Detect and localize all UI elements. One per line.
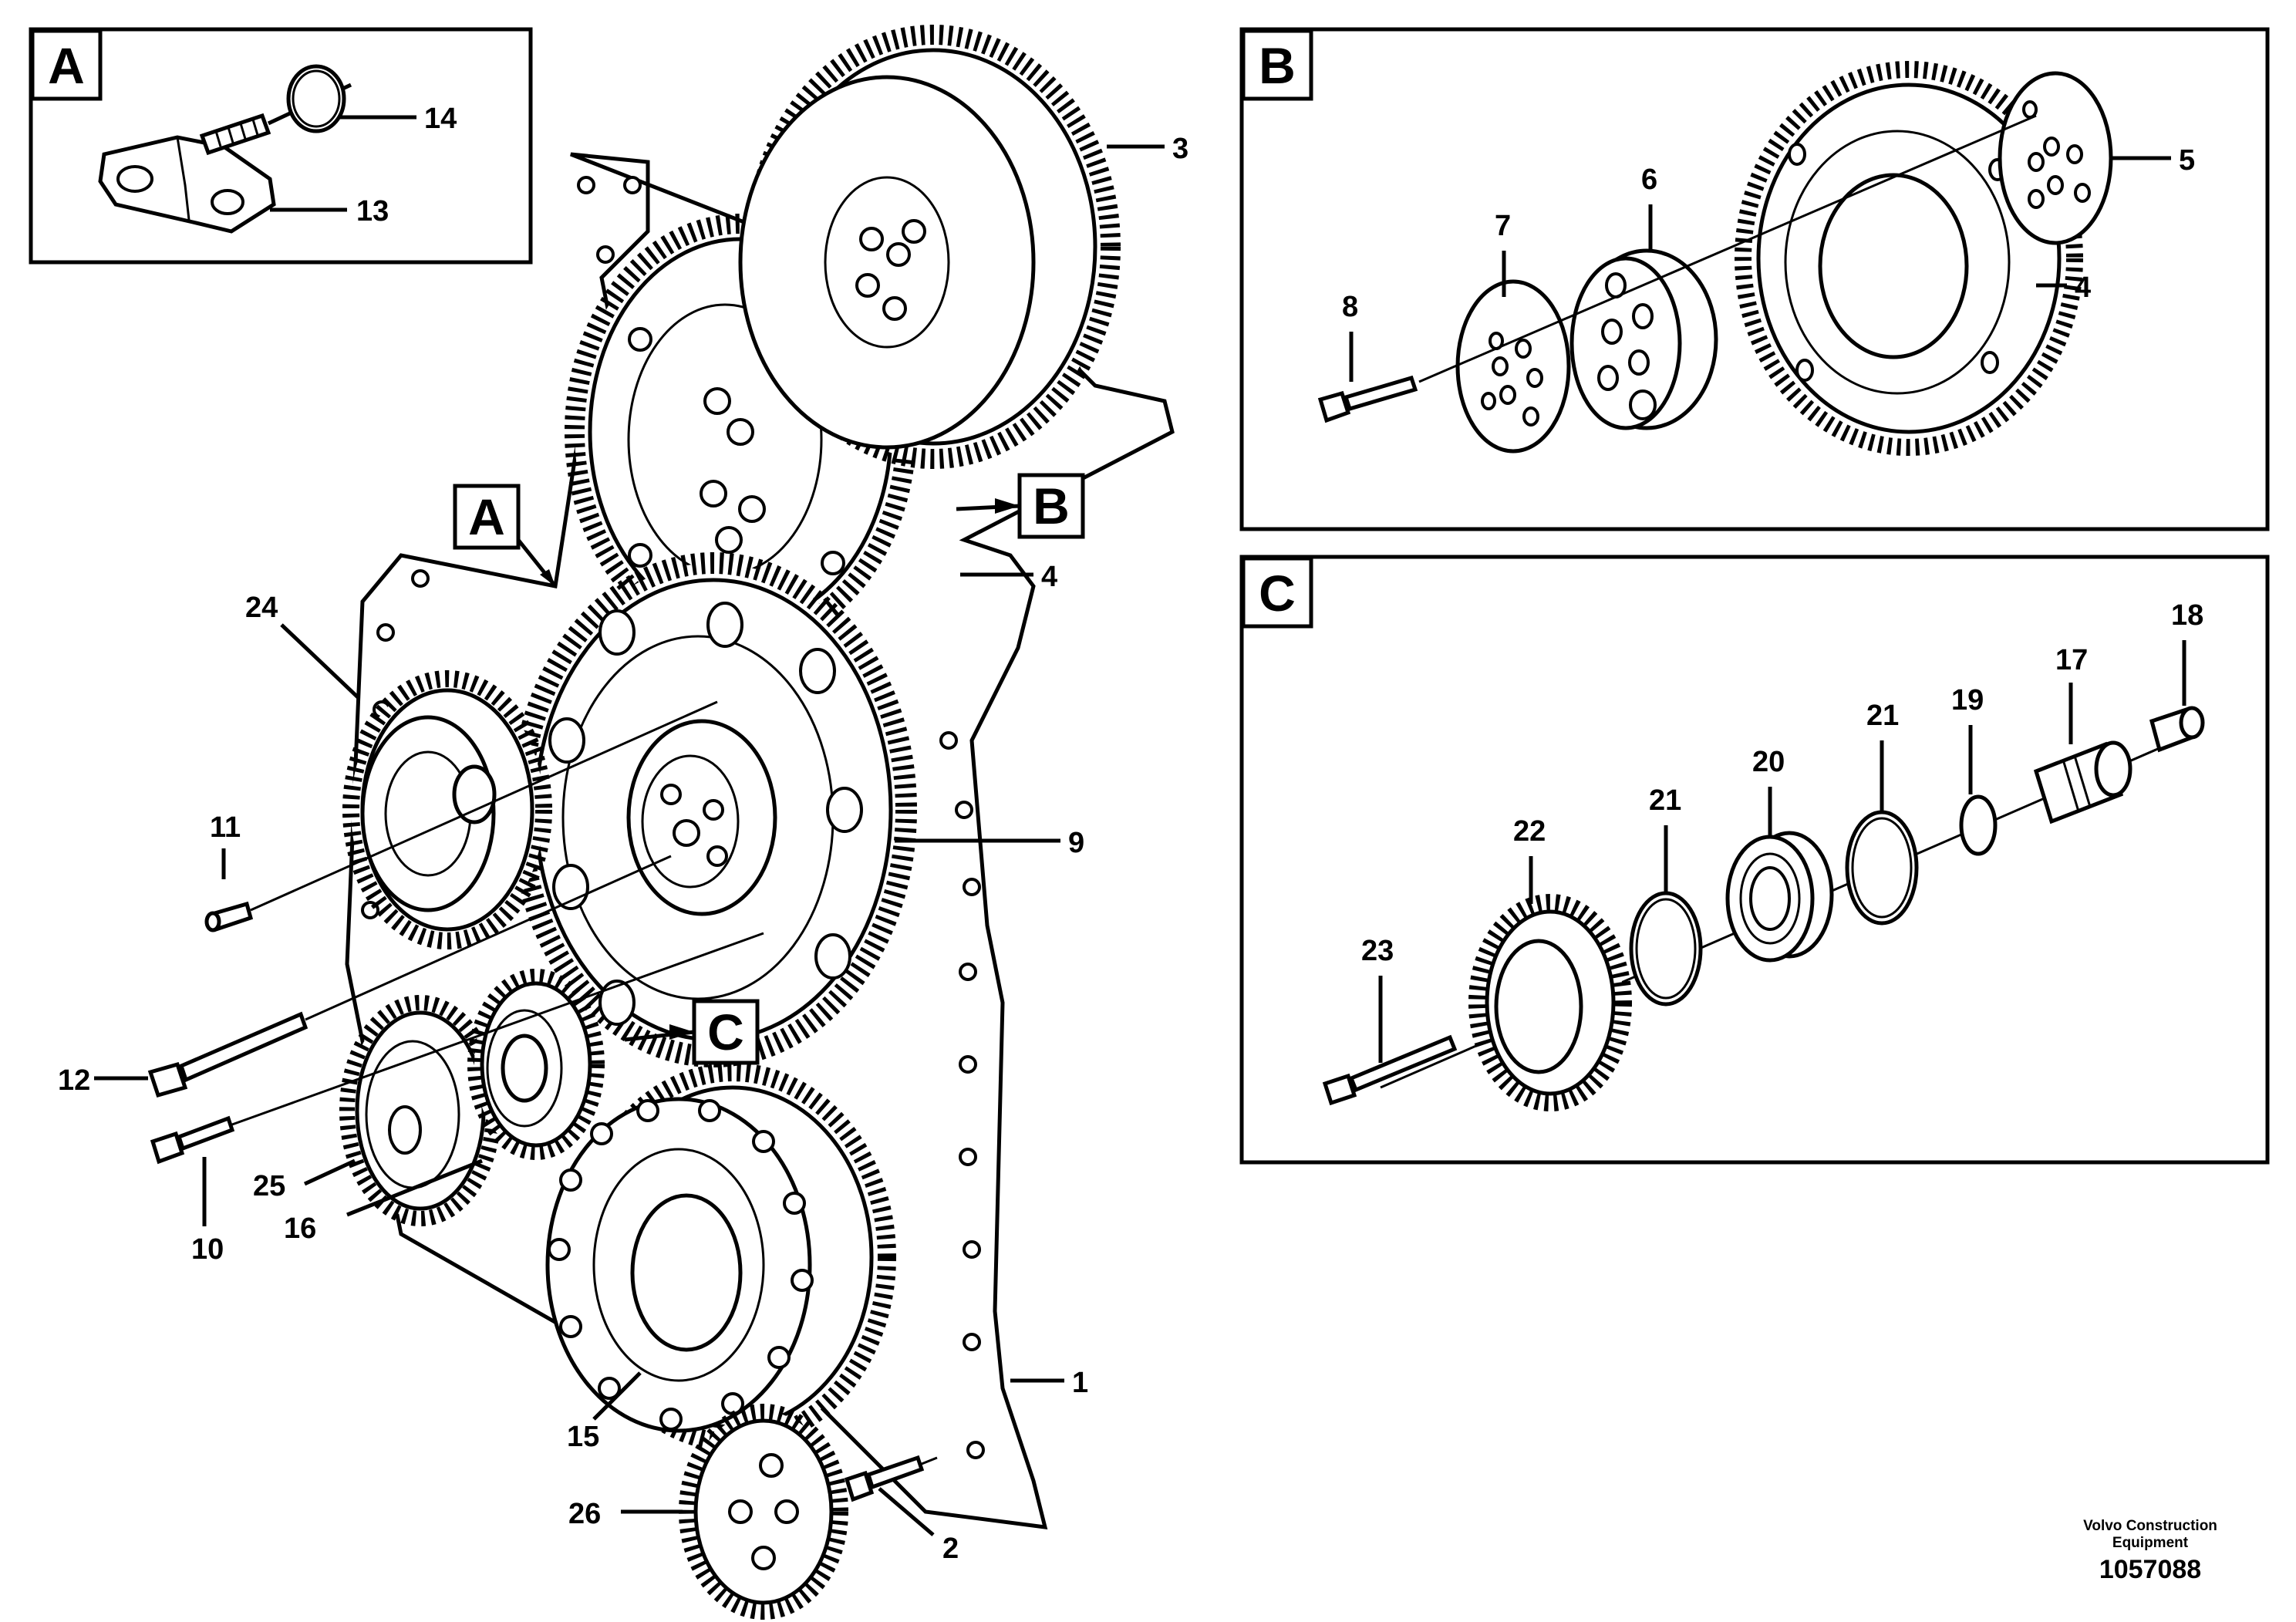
- label-4-inset: 4: [2075, 271, 2091, 304]
- snap-ring-19: [1959, 794, 1998, 856]
- callout-b: B: [956, 473, 1085, 539]
- label-25: 25: [253, 1170, 285, 1202]
- gear-part-4: [1735, 61, 2083, 456]
- pin-part-11: [204, 901, 254, 932]
- bolt-part-12: [147, 1011, 308, 1098]
- inset-c-letter: C: [1259, 565, 1296, 622]
- inset-a-letter: A: [48, 37, 85, 94]
- label-1: 1: [1072, 1367, 1088, 1399]
- callout-a: A: [453, 484, 557, 588]
- label-10: 10: [191, 1233, 224, 1266]
- footer-drawing-number: 1057088: [2099, 1555, 2201, 1584]
- svg-text:C: C: [707, 1003, 744, 1061]
- label-21b: 21: [1649, 784, 1681, 817]
- label-23: 23: [1361, 935, 1394, 967]
- label-24: 24: [245, 592, 278, 624]
- label-20: 20: [1752, 746, 1785, 778]
- plate-part-7: [1455, 279, 1571, 454]
- label-7: 7: [1495, 210, 1511, 242]
- gear-part-9: [510, 552, 917, 1067]
- label-9: 9: [1068, 827, 1084, 859]
- footer-company-line2: Equipment: [2112, 1535, 2189, 1551]
- label-19: 19: [1951, 684, 1984, 717]
- label-3: 3: [1172, 133, 1188, 165]
- label-15: 15: [567, 1421, 599, 1453]
- bracket-part: [98, 135, 276, 234]
- pin-part-17: [2033, 740, 2132, 824]
- bearing-part-20: [1725, 831, 1834, 963]
- svg-text:A: A: [468, 488, 505, 545]
- label-5: 5: [2179, 144, 2195, 177]
- label-2: 2: [942, 1533, 959, 1565]
- label-4-main: 4: [1041, 561, 1057, 593]
- footer-company-line1: Volvo Construction: [2083, 1518, 2217, 1534]
- callout-c: C: [624, 999, 760, 1065]
- inset-c: C 18 17 19 21: [1239, 555, 2270, 1165]
- inset-b: B 5: [1239, 27, 2270, 531]
- gear-part-26: [679, 1404, 848, 1620]
- label-26: 26: [568, 1498, 601, 1530]
- label-17: 17: [2055, 644, 2088, 676]
- bolt-part-10: [150, 1115, 235, 1165]
- label-21a: 21: [1866, 700, 1899, 732]
- svg-text:B: B: [1033, 477, 1070, 534]
- inset-b-letter: B: [1259, 37, 1296, 94]
- gear-part-15: [545, 1063, 896, 1452]
- label-12: 12: [58, 1064, 90, 1097]
- main-assembly: 3 9: [58, 25, 1188, 1620]
- bolt-part-23: [1322, 1034, 1458, 1106]
- retaining-ring-21b: [1629, 891, 1703, 1007]
- retaining-ring-21a: [1845, 810, 1919, 926]
- inset-a: A 14 13: [29, 27, 533, 265]
- label-13: 13: [356, 195, 389, 228]
- plate-part-5: [1998, 71, 2113, 245]
- gear-part-16: [467, 969, 605, 1160]
- gear-part-22: [1468, 894, 1632, 1111]
- bolt-part-8: [1317, 375, 1418, 423]
- label-11: 11: [210, 811, 241, 844]
- sleeve-part-18: [2149, 706, 2205, 753]
- label-14: 14: [424, 103, 457, 135]
- hub-part-6: [1569, 248, 1718, 430]
- label-6: 6: [1641, 164, 1657, 196]
- flywheel-part-3: [738, 25, 1121, 469]
- o-ring-part: [286, 64, 346, 133]
- label-8: 8: [1342, 291, 1358, 323]
- label-16: 16: [284, 1212, 316, 1245]
- footer: Volvo Construction Equipment 1057088: [2083, 1518, 2217, 1584]
- label-22: 22: [1513, 815, 1546, 848]
- gear-part-24: [342, 670, 552, 949]
- label-18: 18: [2171, 599, 2203, 632]
- bolt-part-2: [844, 1455, 938, 1502]
